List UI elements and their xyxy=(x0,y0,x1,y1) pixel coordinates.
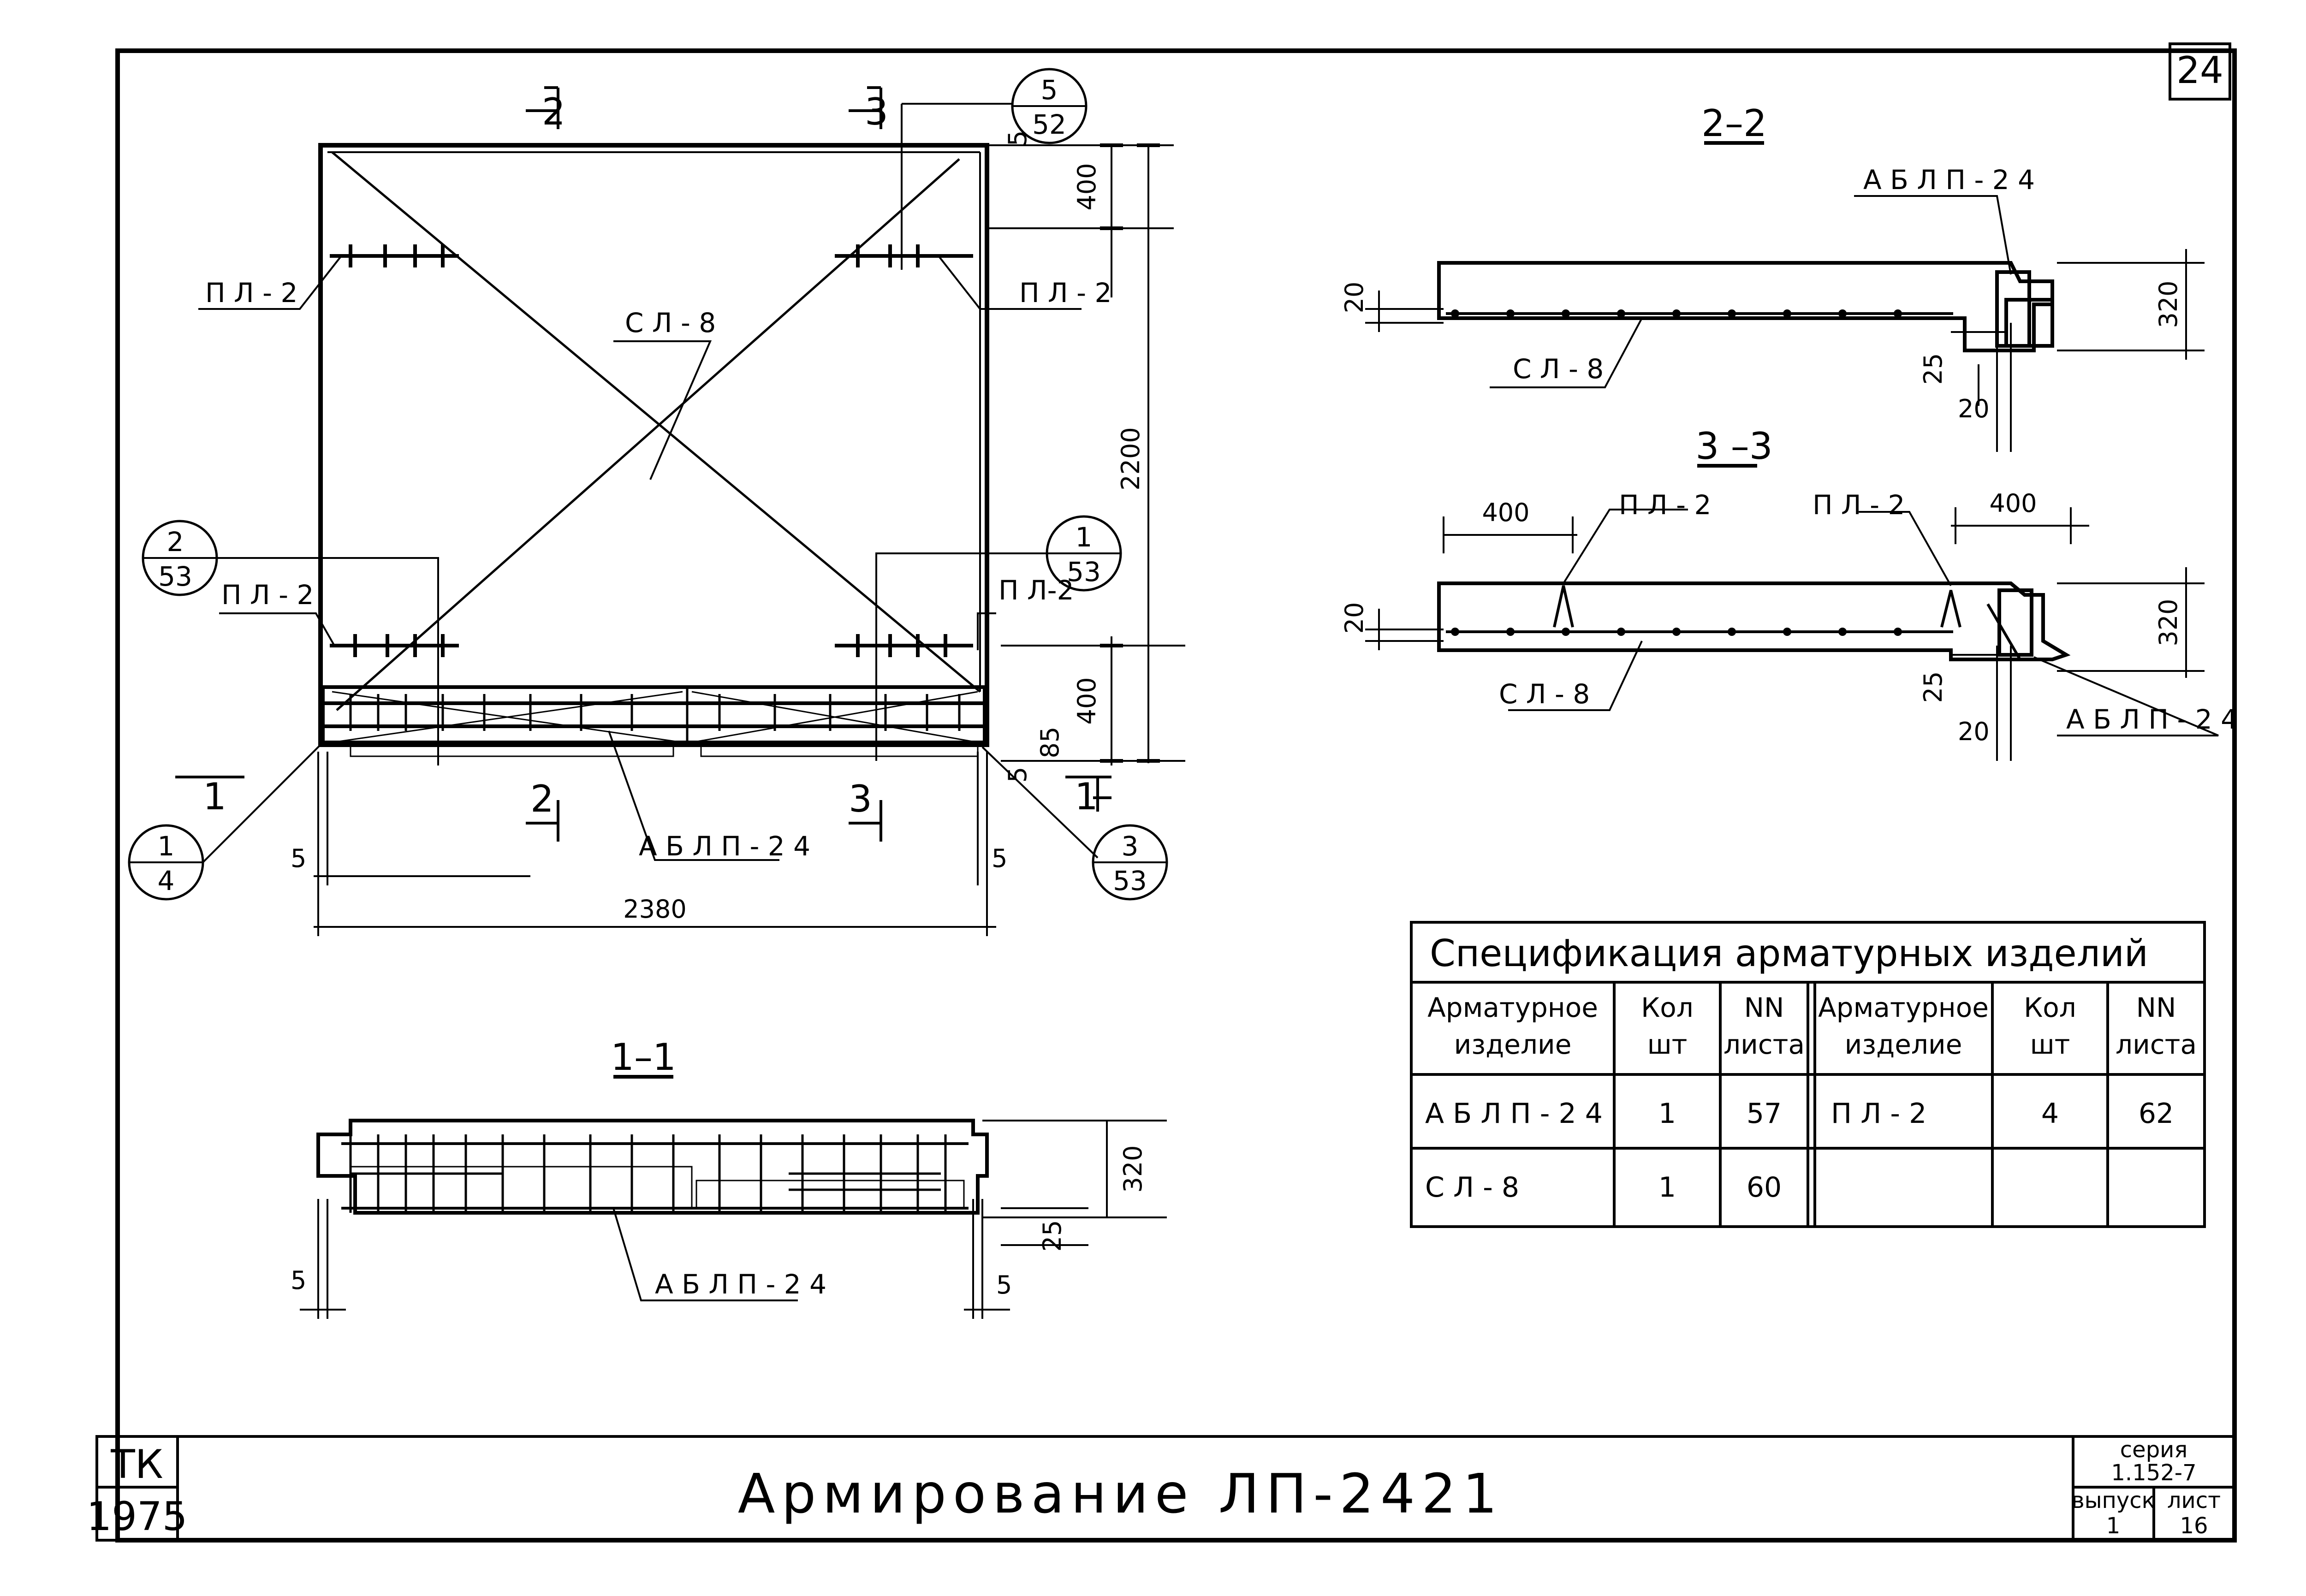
title-block: ТК 1975 Армирование ЛП-2421 серия 1.152-… xyxy=(87,1435,2235,1542)
cut-mark-1: 1 xyxy=(203,775,226,818)
cut-mark-2: 2 xyxy=(542,90,565,133)
dim-25: 25 xyxy=(1919,671,1948,703)
spec-cell: 1 xyxy=(1658,1171,1676,1204)
label-ablp24: А Б Л П - 2 4 xyxy=(1863,164,2035,196)
label-pl2-right: П Л - 2 xyxy=(1813,489,1905,521)
dim-5-right: 5 xyxy=(1003,767,1032,783)
spec-hdr-sheet-1: NN xyxy=(1744,992,1784,1023)
callout-5-52-bottom: 52 xyxy=(1032,109,1066,140)
callout-1-53-top: 1 xyxy=(1076,522,1093,553)
page-number: 24 xyxy=(2176,49,2223,92)
dim-20-bottom: 20 xyxy=(1958,717,1990,746)
dim-25: 25 xyxy=(1038,1220,1067,1252)
callout-5-52-top: 5 xyxy=(1041,74,1058,106)
spec-hdr-item-2: изделие xyxy=(1454,1029,1572,1060)
section-2-2: 2–2 А Б Л П - 2 4 С Л - 8 20 320 25 20 xyxy=(1340,102,2205,452)
label-pl2-left: П Л - 2 xyxy=(1619,489,1711,521)
spec-hdr-item-1: Арматурное xyxy=(1427,992,1598,1023)
dim-5-bottom-right: 5 xyxy=(992,844,1007,873)
spec-cell: 57 xyxy=(1747,1098,1782,1130)
dim-400-left: 400 xyxy=(1482,498,1529,527)
mesh-diagonal xyxy=(336,158,960,711)
drawing-title: Армирование ЛП-2421 xyxy=(738,1462,1504,1525)
sheet-value: 16 xyxy=(2180,1513,2208,1539)
label-sl8: С Л - 8 xyxy=(1499,678,1590,710)
spec-cell: 4 xyxy=(2041,1098,2059,1130)
callout-3-53-bottom: 53 xyxy=(1113,865,1147,896)
section-1-1-title: 1–1 xyxy=(611,1036,676,1079)
spec-hdr-qty-2: шт xyxy=(1647,1029,1688,1060)
dim-400-top: 400 xyxy=(1072,163,1101,210)
spec-hdr-qty-1: Кол xyxy=(1641,992,1694,1023)
spec-cell: П Л - 2 xyxy=(1831,1098,1926,1130)
label-sl8: С Л - 8 xyxy=(625,307,716,338)
spec-cell: 1 xyxy=(1658,1098,1676,1130)
spec-hdr-sheet-2: листа xyxy=(1724,1029,1805,1060)
org-year: 1975 xyxy=(87,1494,188,1540)
section-2-2-title: 2–2 xyxy=(1701,102,1767,145)
spec-hdr-item-b-2: изделие xyxy=(1845,1029,1962,1060)
dim-20-left: 20 xyxy=(1340,602,1369,634)
spec-cell: С Л - 8 xyxy=(1425,1171,1519,1204)
mesh-diagonal xyxy=(331,151,981,693)
series-value: 1.152-7 xyxy=(2111,1460,2196,1486)
dim-2200: 2200 xyxy=(1116,427,1145,490)
callout-3-53-top: 3 xyxy=(1122,831,1139,862)
spec-hdr-sheet-b-2: листа xyxy=(2116,1029,2197,1060)
spec-title: Спецификация арматурных изделий xyxy=(1430,932,2148,975)
label-ablp24: А Б Л П - 2 4 xyxy=(639,831,810,862)
sheet-frame xyxy=(115,42,2237,1543)
section-3-3: 3 –3 П Л - 2 П Л - 2 С Л - 8 А Б Л П - 2… xyxy=(1340,425,2238,761)
spec-table: Спецификация арматурных изделий Арматурн… xyxy=(1410,921,2206,1228)
dim-5-bottom-left: 5 xyxy=(291,844,306,873)
dim-20-bottom: 20 xyxy=(1958,394,1990,423)
spec-cell: 62 xyxy=(2139,1098,2174,1130)
label-sl8: С Л - 8 xyxy=(1513,353,1604,385)
spec-hdr-sheet-b-1: NN xyxy=(2136,992,2176,1023)
callout-1-4-top: 1 xyxy=(158,831,175,862)
dim-85: 85 xyxy=(1035,727,1064,759)
dim-5-right: 5 xyxy=(996,1270,1012,1299)
section-1-1: 1–1 А Б Л П - 2 4 320 25 5 5 xyxy=(291,1036,1167,1319)
dim-320: 320 xyxy=(2154,599,2183,646)
label-ablp24: А Б Л П - 2 4 xyxy=(2066,704,2238,735)
spec-hdr-qty-b-1: Кол xyxy=(2024,992,2076,1023)
label-pl2-top-left: П Л - 2 xyxy=(205,277,297,309)
org-top: ТК xyxy=(110,1442,163,1488)
plan-view: 2 3 2 3 1 1 5 52 2 53 1 53 3 53 1 4 П Л … xyxy=(128,68,1185,936)
callout-2-53-bottom: 53 xyxy=(158,561,192,592)
dim-320: 320 xyxy=(2154,280,2183,328)
cut-mark-1-right: 1 xyxy=(1075,775,1098,818)
issue-value: 1 xyxy=(2106,1513,2121,1539)
dim-20-left: 20 xyxy=(1340,282,1369,314)
issue-label: выпуск xyxy=(2071,1488,2155,1513)
label-pl2-bottom-left: П Л - 2 xyxy=(221,579,314,611)
sheet-label: лист xyxy=(2167,1488,2221,1513)
dim-400-right: 400 xyxy=(1989,489,2037,518)
cut-mark-3: 3 xyxy=(865,90,888,133)
spec-hdr-qty-b-2: шт xyxy=(2030,1029,2070,1060)
section-1-1-label: А Б Л П - 2 4 xyxy=(655,1269,826,1300)
cut-mark-3-bottom: 3 xyxy=(849,777,872,820)
dim-320: 320 xyxy=(1118,1145,1147,1193)
spec-cell: 60 xyxy=(1747,1171,1782,1204)
callout-1-53-bottom: 53 xyxy=(1067,556,1101,587)
dim-25: 25 xyxy=(1919,353,1948,385)
callout-2-53-top: 2 xyxy=(167,526,184,558)
dim-5-left: 5 xyxy=(291,1266,306,1295)
spec-cell: А Б Л П - 2 4 xyxy=(1425,1098,1603,1130)
dim-400-bottom: 400 xyxy=(1072,677,1101,724)
label-pl2-top-right: П Л - 2 xyxy=(1019,277,1111,309)
spec-hdr-item-b-1: Арматурное xyxy=(1818,992,1989,1023)
section-3-3-title: 3 –3 xyxy=(1695,425,1772,468)
cut-mark-2-bottom: 2 xyxy=(530,777,554,820)
series-label: серия xyxy=(2120,1437,2187,1463)
label-pl2-bottom-right: П Л-2 xyxy=(998,575,1074,606)
callout-1-4-bottom: 4 xyxy=(158,865,175,896)
dim-5-top: 5 xyxy=(1003,131,1032,146)
dim-2380: 2380 xyxy=(623,895,686,924)
